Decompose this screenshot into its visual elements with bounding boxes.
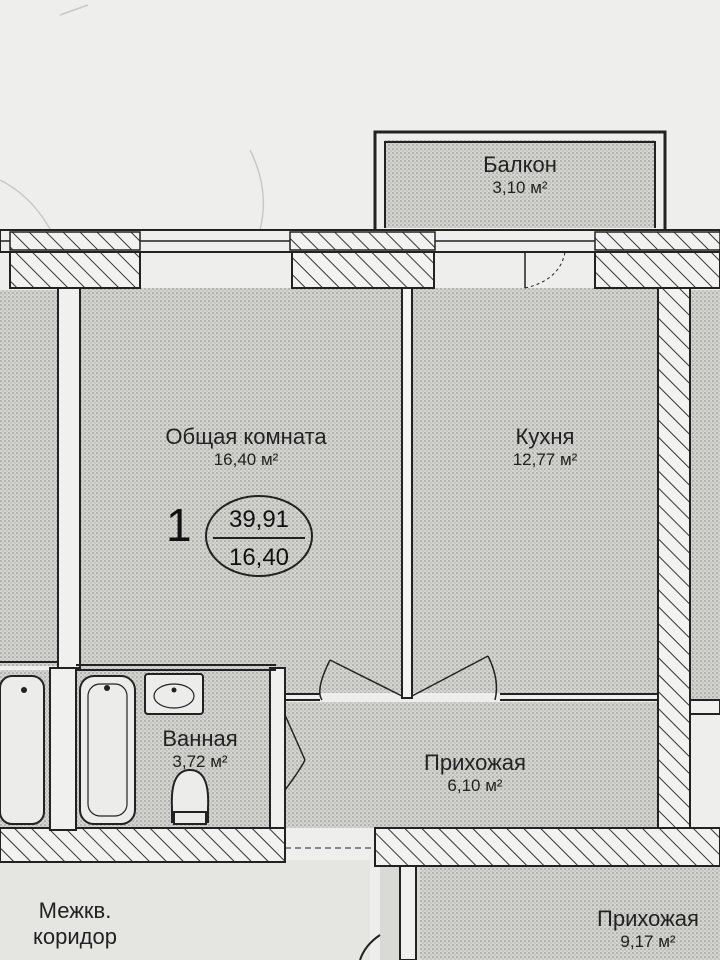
bath-divider <box>49 667 77 831</box>
interior-walls <box>0 287 720 960</box>
badge-divider <box>213 537 305 539</box>
bathroom-label: Ванная 3,72 м² <box>140 726 260 772</box>
bath-right-wall <box>269 667 286 829</box>
partition-left <box>57 287 81 669</box>
neighbor-hallway-area-value: 9,17 м² <box>620 932 676 951</box>
hallway-label: Прихожая 6,10 м² <box>400 750 550 796</box>
living-room-label: Общая комната 16,40 м² <box>126 424 366 470</box>
balcony-area <box>385 140 655 228</box>
wall-pier-right <box>594 251 720 289</box>
corridor-label: Межкв. коридор <box>10 898 140 950</box>
door-swing-icon <box>319 659 403 701</box>
apartment-living-area: 16,40 <box>228 544 290 571</box>
bathroom-area-value: 3,72 м² <box>172 752 228 771</box>
kitchen-label: Кухня 12,77 м² <box>470 424 620 470</box>
corridor-name-line2: коридор <box>33 924 117 949</box>
kitchen-name: Кухня <box>515 424 575 449</box>
lower-right-area <box>420 865 720 960</box>
stair-post <box>399 865 417 960</box>
right-unit-area <box>690 290 720 710</box>
partition-living-kitchen <box>401 287 413 699</box>
apartment-number: 1 <box>166 499 192 551</box>
apartment-area-badge: 39,91 16,40 <box>205 495 313 577</box>
kitchen-area <box>412 288 658 693</box>
right-load-wall <box>657 287 691 837</box>
balcony-area-value: 3,10 м² <box>492 178 548 197</box>
bathtub-icon <box>79 675 136 825</box>
neighbor-hallway-label: Прихожая 9,17 м² <box>578 906 718 952</box>
kitchen-area-value: 12,77 м² <box>512 450 578 469</box>
balcony-label: Балкон 3,10 м² <box>455 152 585 198</box>
bottom-wall-left <box>0 827 286 863</box>
window-left <box>9 231 141 251</box>
neighbor-hallway-name: Прихожая <box>597 906 699 931</box>
hallway-area-value: 6,10 м² <box>447 776 503 795</box>
exterior-wall <box>0 229 720 289</box>
left-unit-area <box>0 290 58 666</box>
bathroom-name: Ванная <box>162 726 238 751</box>
living-room-area-value: 16,40 м² <box>213 450 279 469</box>
bathroom-fixtures <box>0 673 210 825</box>
pencil-marks <box>0 4 265 251</box>
apartment-total-area: 39,91 <box>228 506 290 533</box>
living-room-name: Общая комната <box>165 424 327 449</box>
toilet-icon <box>170 768 210 823</box>
doors <box>284 655 498 960</box>
balcony-name: Балкон <box>483 152 557 177</box>
window-right <box>594 231 720 251</box>
window-center <box>289 231 436 251</box>
hallway-name: Прихожая <box>424 750 526 775</box>
hallway-area <box>285 702 663 828</box>
living-room-area <box>80 288 402 693</box>
wall-pier-center <box>291 251 435 289</box>
lower-corridor-area <box>0 860 370 960</box>
bottom-wall-right <box>374 827 720 867</box>
corridor-name-line1: Межкв. <box>38 898 112 923</box>
left-bathtub-icon <box>0 675 45 825</box>
balcony-wall <box>373 130 667 232</box>
wall-pier-left <box>9 251 141 289</box>
